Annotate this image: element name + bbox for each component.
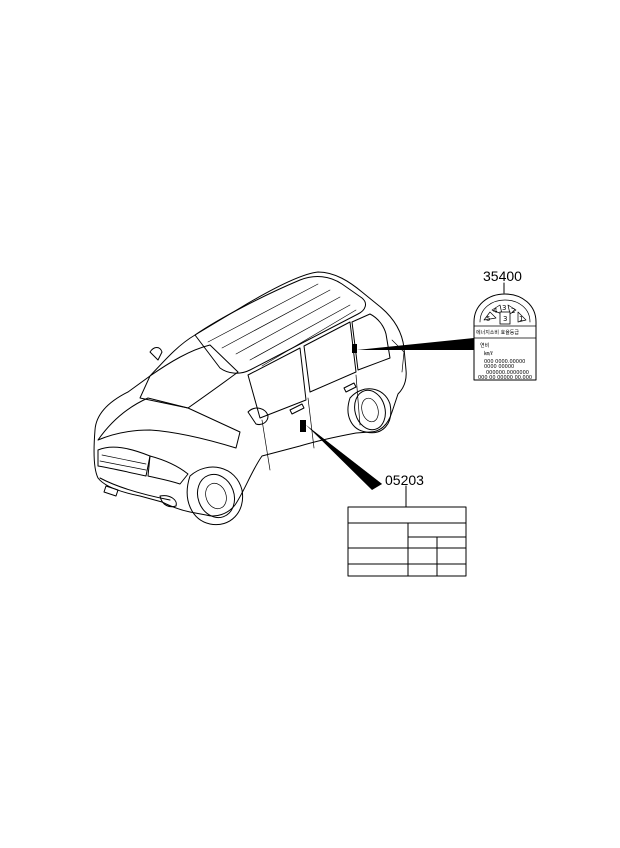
fuel-efficiency-label: 5 4 3 2 1 3 에너지소비 효율등급 연비 ㎞/ℓ 000 0000.0… [473,293,537,381]
efficiency-grade: 3 [503,315,507,323]
dial-digit-1: 1 [519,315,523,323]
vehicle-illustration [93,271,407,526]
dial-digit-2: 2 [511,307,515,315]
efficiency-code-1: 000 0000.00000 [484,359,525,365]
efficiency-row-unit: ㎞/ℓ [484,351,493,357]
dial-digit-5: 5 [486,315,490,323]
efficiency-row-label: 연비 [480,342,489,349]
part-number-05203: 05203 [385,472,424,488]
dial-digit-3: 3 [502,304,506,312]
efficiency-title: 에너지소비 효율등급 [476,329,519,336]
efficiency-code-2: 0000 00000 [484,364,514,370]
efficiency-code-3: 000000.0000000 [486,370,529,376]
leader-lines [306,282,505,508]
dial-digit-4: 4 [493,307,498,315]
part-number-35400: 35400 [483,268,522,284]
efficiency-code-4: 000 00 00000 00.000 [478,375,532,381]
spec-label-table [347,506,467,577]
